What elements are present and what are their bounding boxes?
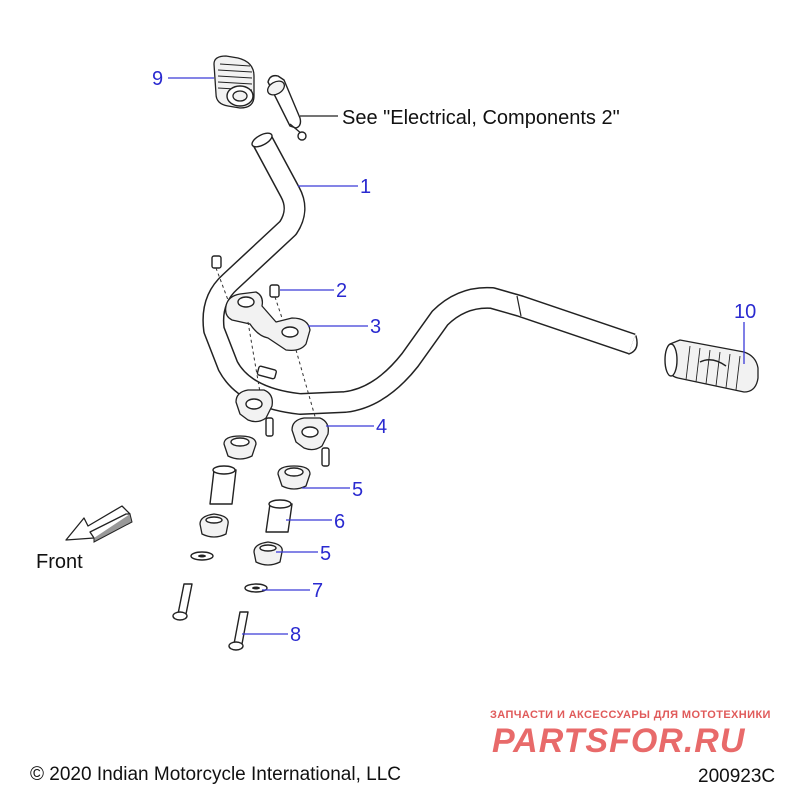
callout-2: 2 <box>336 280 347 302</box>
callout-4: 4 <box>376 416 387 438</box>
callout-7: 7 <box>312 580 323 602</box>
upper-clamp <box>224 291 311 352</box>
callout-9: 9 <box>152 68 163 90</box>
electrical-reference-note: See "Electrical, Components 2" <box>342 107 620 129</box>
right-grip <box>664 339 759 393</box>
lower-risers <box>235 389 330 467</box>
diagram-id: 200923C <box>698 766 775 787</box>
clamp-bolts <box>211 255 283 319</box>
callout-1: 1 <box>360 176 371 198</box>
callout-5b: 5 <box>320 543 331 565</box>
callout-5a: 5 <box>352 479 363 501</box>
left-grip <box>213 55 255 109</box>
watermark: ЗАПЧАСТИ И АКСЕССУАРЫ ДЛЯ МОТОТЕХНИКИ PA… <box>490 709 771 760</box>
handlebar <box>202 132 638 415</box>
front-arrow <box>65 505 133 543</box>
left-bushing-stack <box>172 435 257 621</box>
throttle-assembly <box>266 74 307 141</box>
front-label: Front <box>36 551 83 573</box>
callout-8: 8 <box>290 624 301 646</box>
right-bushing-stack <box>228 465 311 651</box>
leader-lines <box>168 77 745 635</box>
copyright-text: © 2020 Indian Motorcycle International, … <box>30 764 401 785</box>
callout-6: 6 <box>334 511 345 533</box>
callout-10: 10 <box>734 301 756 323</box>
callout-3: 3 <box>370 316 381 338</box>
watermark-logo: PARTSFOR.RU <box>492 722 746 760</box>
watermark-tagline: ЗАПЧАСТИ И АКСЕССУАРЫ ДЛЯ МОТОТЕХНИКИ <box>490 709 771 721</box>
